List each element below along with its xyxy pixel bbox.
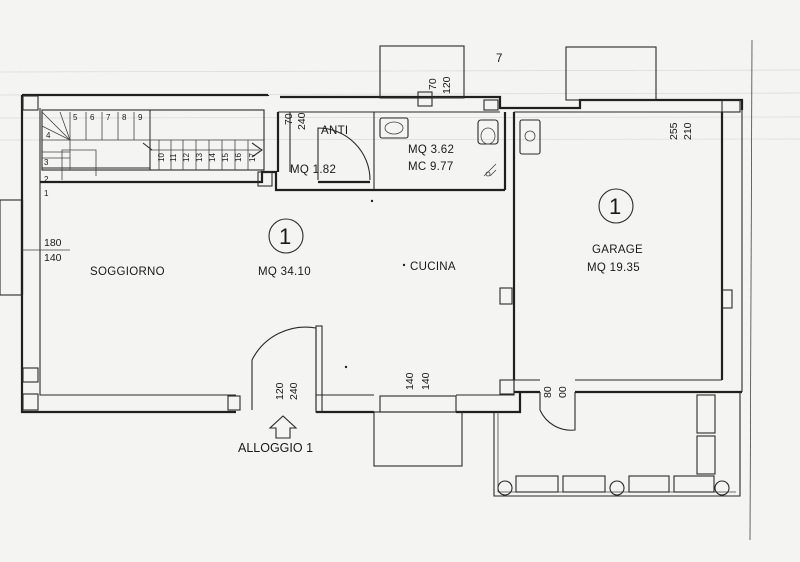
garage-door-height: 00 (557, 386, 569, 398)
unit-circle-main (268, 218, 304, 254)
scan-noise (0, 69, 800, 141)
anti-area: MQ 1.82 (290, 164, 336, 176)
stair-numbers-upper: 10 11 12 13 14 15 16 17 (157, 153, 257, 162)
stair-numbers-lower: 1 2 3 4 5 6 7 8 9 (44, 113, 143, 198)
left-window (0, 199, 23, 296)
step-10: 10 (157, 153, 166, 162)
staircase: 1 2 3 4 5 6 7 8 9 10 11 12 13 14 15 16 1… (41, 109, 265, 198)
bath-window-width: 70 (427, 78, 439, 90)
left-window-width: 180 (44, 237, 62, 249)
bath-area: MQ 3.62 (408, 144, 454, 156)
step-14: 14 (208, 153, 217, 162)
step-4: 4 (46, 131, 51, 140)
columns (22, 95, 741, 411)
garage-door-swing (539, 392, 576, 431)
entry-marker: ALLOGGIO 1 (238, 415, 313, 455)
toilet-icon (477, 119, 499, 145)
sink-icon (379, 117, 409, 139)
step-11: 11 (169, 153, 178, 162)
cucina-label: CUCINA (410, 261, 456, 273)
entry-door-height: 240 (288, 382, 300, 400)
step-16: 16 (234, 153, 243, 162)
bathroom: MQ 3.62 MC 9.77 70 120 7 (379, 45, 503, 177)
kitchen-window (373, 411, 463, 467)
garage-window-width: 255 (668, 122, 680, 140)
bath-volume: MC 9.77 (408, 161, 454, 173)
garage-area: MQ 19.35 (587, 262, 640, 274)
entry-arrow-icon (268, 415, 298, 439)
step-9: 9 (138, 113, 143, 122)
north-mark: 7 (496, 53, 503, 65)
soggiorno-label: SOGGIORNO (90, 266, 165, 278)
step-12: 12 (182, 153, 191, 162)
left-window-height: 140 (44, 252, 62, 264)
step-15: 15 (221, 153, 230, 162)
step-3: 3 (44, 158, 49, 167)
anti-door-height: 240 (296, 112, 308, 130)
garage-window-height: 210 (682, 122, 694, 140)
anti-label: ANTI (321, 125, 348, 137)
house-walls (20, 39, 753, 541)
step-5: 5 (73, 113, 78, 122)
step-6: 6 (90, 113, 95, 122)
step-1: 1 (44, 189, 49, 198)
kitchen-window-height: 140 (420, 372, 432, 390)
entry-label: ALLOGGIO 1 (238, 441, 313, 455)
step-8: 8 (122, 113, 127, 122)
anti-room: ANTI MQ 1.82 70 240 (283, 112, 371, 184)
garage-window (565, 46, 657, 101)
entry-door-width: 120 (274, 382, 286, 400)
garage-sink-icon (519, 119, 541, 155)
bath-window-height: 120 (441, 76, 453, 94)
garage-label: GARAGE (592, 244, 643, 256)
step-7: 7 (106, 113, 111, 122)
unit-circle-garage (598, 188, 634, 224)
anti-door-swing (317, 127, 371, 181)
bath-window (379, 45, 465, 99)
step-2: 2 (44, 175, 49, 184)
anti-door-width: 70 (283, 113, 295, 125)
entry-door-swing (251, 326, 317, 410)
kitchen-window-width: 140 (404, 372, 416, 390)
unit-number-main: 1 (279, 224, 291, 249)
step-17: 17 (248, 153, 257, 162)
garage-door-width: 80 (542, 386, 554, 398)
main-room: 1 SOGGIORNO MQ 34.10 CUCINA 180 140 120 … (0, 199, 463, 467)
step-13: 13 (195, 153, 204, 162)
unit-number-garage: 1 (609, 194, 621, 219)
main-area: MQ 34.10 (258, 266, 311, 278)
garage: 1 GARAGE MQ 19.35 255 210 80 00 (519, 46, 694, 431)
outdoor-planters (493, 392, 741, 497)
